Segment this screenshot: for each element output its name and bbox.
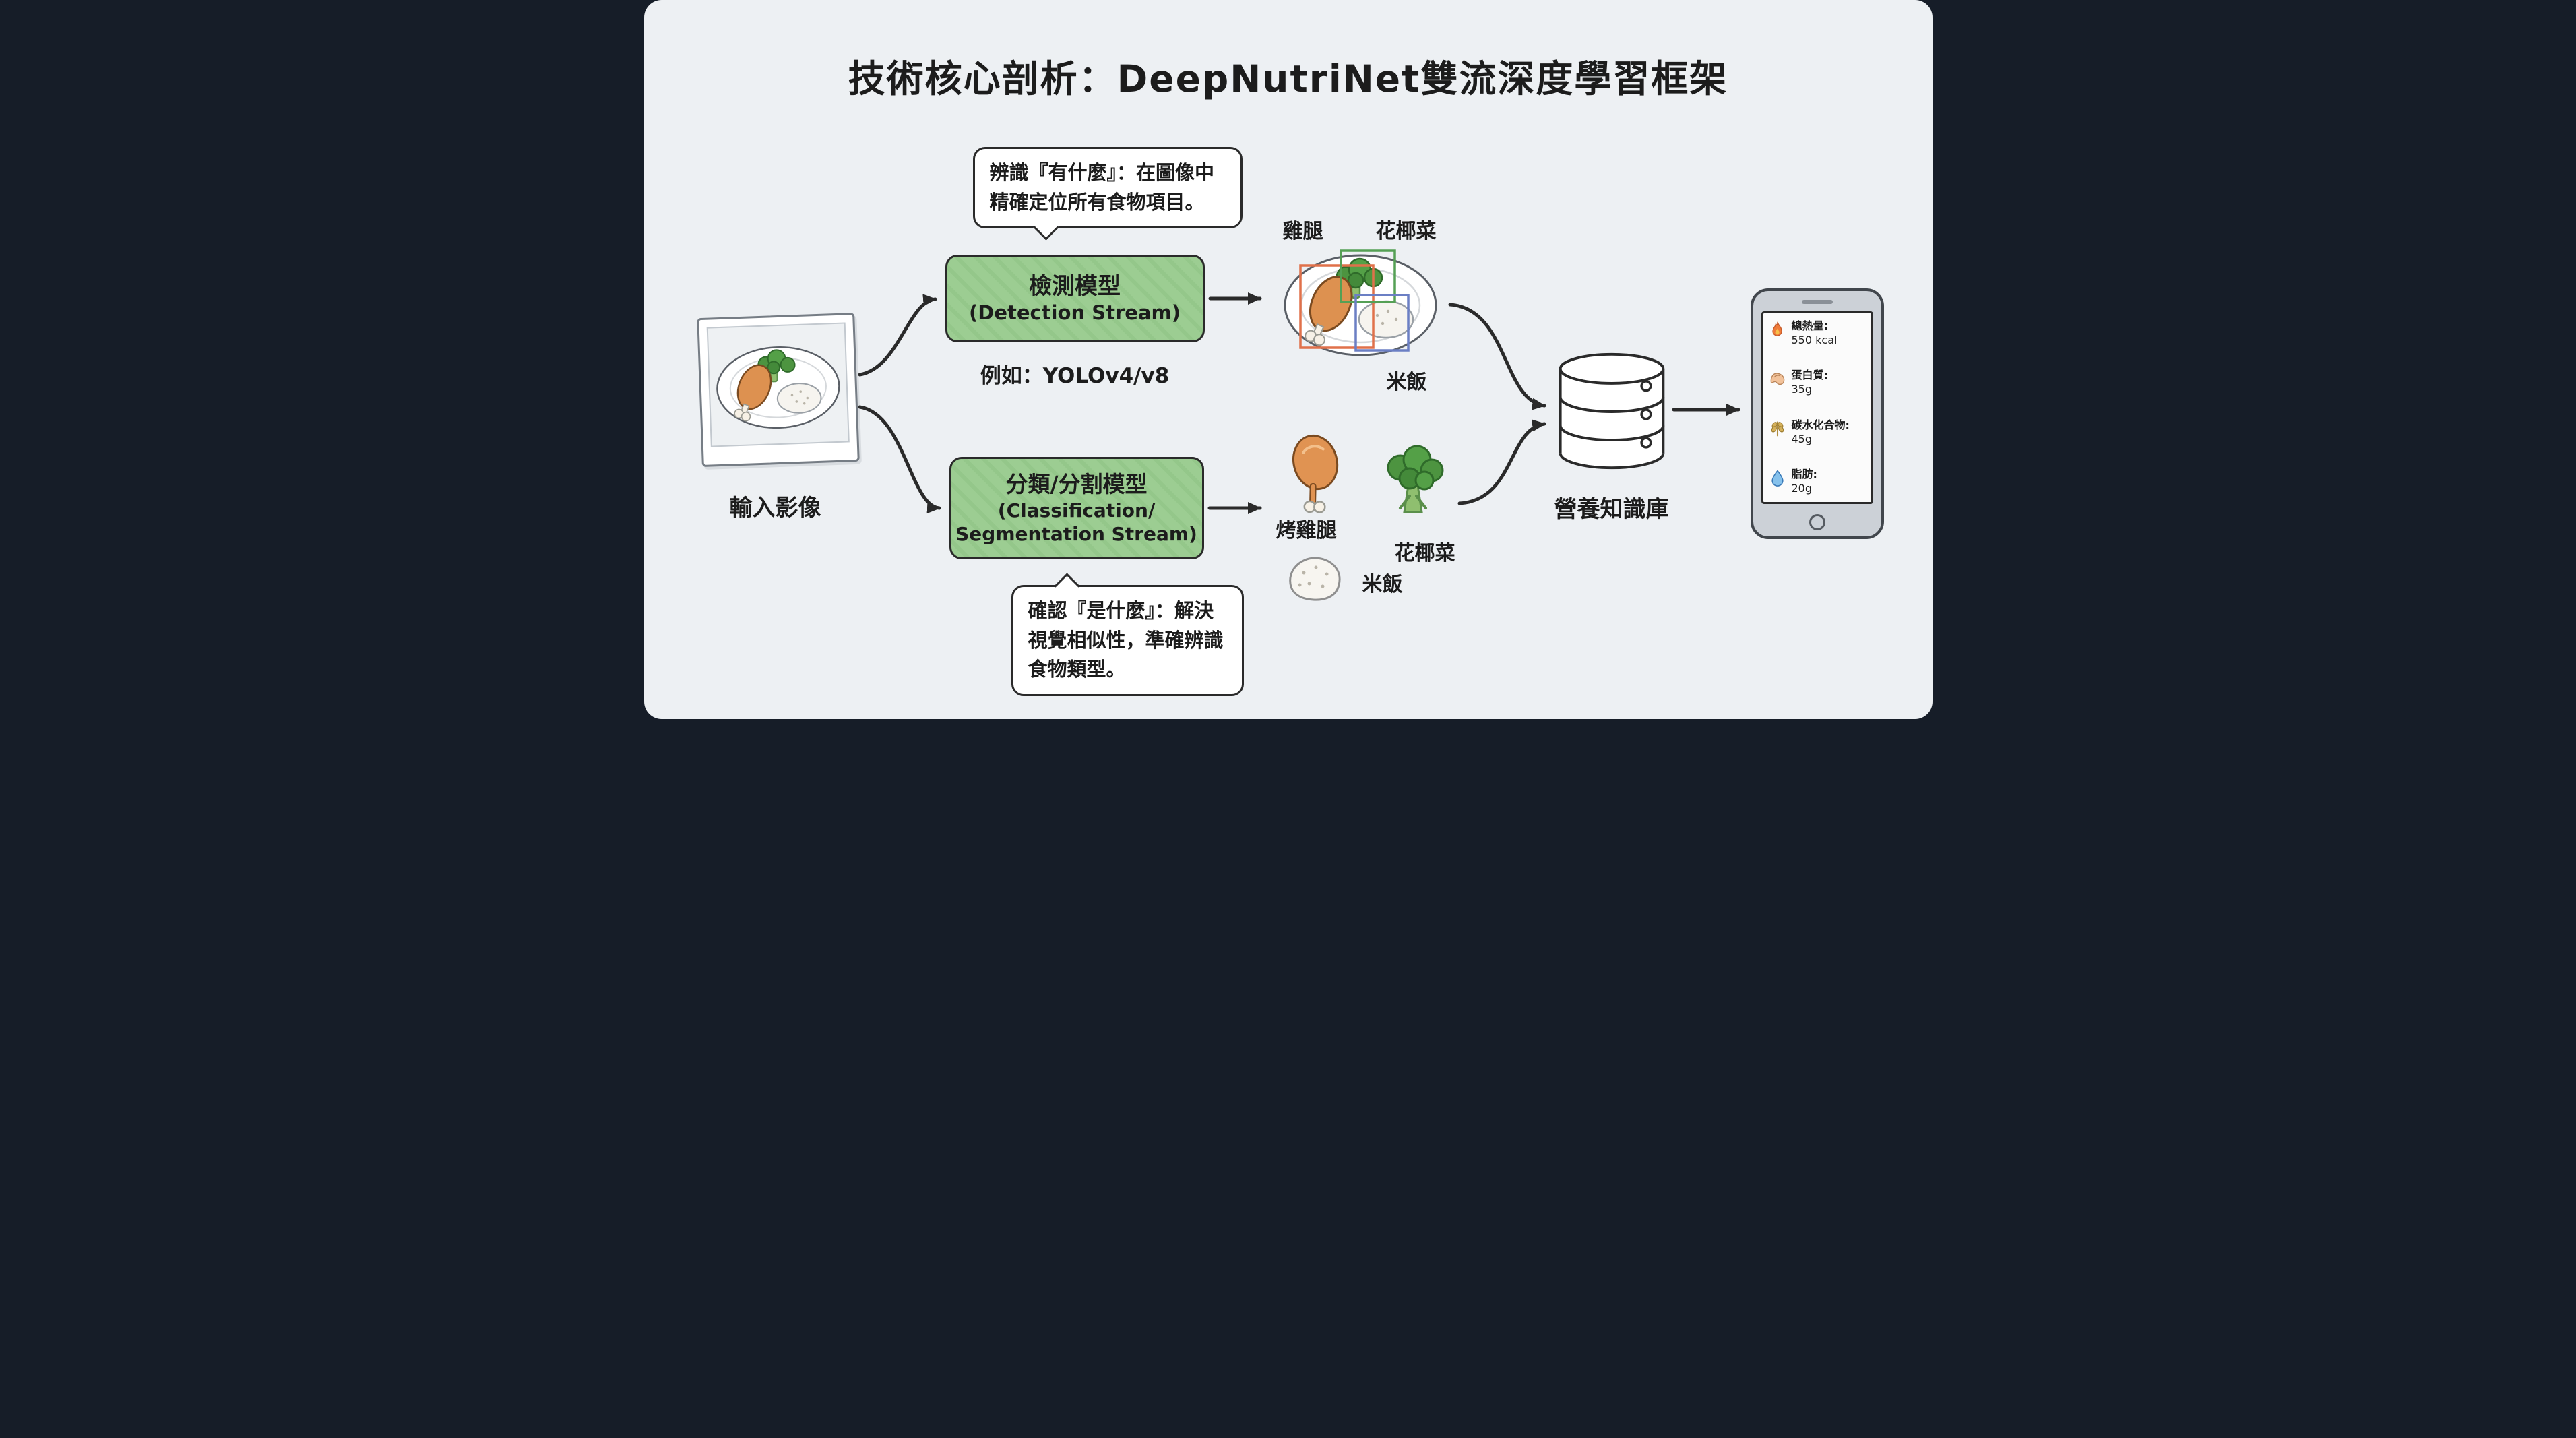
input-photo: [696, 312, 860, 468]
fat-value: 20g: [1791, 482, 1813, 495]
input-image-label: 輸入影像: [729, 495, 821, 522]
nutrition-row-protein: 蛋白質: 35g: [1769, 369, 1866, 397]
detection-callout-line2: 精確定位所有食物項目。: [989, 190, 1205, 214]
phone-mockup: 總熱量: 550 kcal 蛋白質: 35g: [1750, 288, 1884, 539]
detection-callout-line1: 辨識『有什麼』：在圖像中: [989, 161, 1215, 184]
phone-screen: 總熱量: 550 kcal 蛋白質: 35g: [1761, 311, 1873, 504]
protein-label: 蛋白質:: [1791, 369, 1828, 382]
arrow-input-to-detection: [858, 294, 937, 377]
detection-output-plate: [1276, 241, 1445, 363]
meal-plate-illustration: [716, 346, 840, 429]
nutrition-row-calories: 總熱量: 550 kcal: [1769, 319, 1866, 348]
diagram-canvas: 技術核心剖析：DeepNutriNet雙流深度學習框架: [643, 0, 1933, 719]
classified-rice-item: [1281, 550, 1348, 606]
classified-broccoli-label: 花椰菜: [1394, 542, 1455, 565]
muscle-icon: [1770, 373, 1784, 385]
bbox-label-rice: 米飯: [1386, 371, 1427, 394]
classification-callout-bubble: 確認『是什麼』：解決 視覺相似性，準確辨識 食物類型。: [1011, 585, 1244, 696]
rice-on-plate: [776, 383, 821, 414]
bbox-broccoli: [1339, 249, 1396, 303]
rice-detected: [1358, 300, 1414, 339]
detection-callout-bubble: 辨識『有什麼』：在圖像中 精確定位所有食物項目。: [972, 147, 1243, 228]
nutrition-row-carbs: 碳水化合物: 45g: [1769, 418, 1866, 447]
chicken-detected: [1304, 276, 1353, 346]
detection-model-box: 檢測模型 (Detection Stream): [945, 255, 1205, 342]
phone-speaker: [1801, 300, 1833, 304]
classification-callout-line3: 食物類型。: [1028, 658, 1126, 681]
database-icon: [1555, 349, 1668, 477]
bbox-chicken: [1298, 264, 1375, 349]
classification-box-title: 分類/分割模型: [1005, 471, 1148, 498]
classification-callout-line2: 視覺相似性，準確辨識: [1028, 628, 1224, 652]
wheat-icon: [1771, 421, 1784, 437]
detection-example-label: 例如：YOLOv4/v8: [980, 364, 1170, 388]
flame-icon: [1771, 321, 1782, 336]
bbox-rice: [1354, 294, 1410, 352]
classified-rice-label: 米飯: [1362, 573, 1403, 596]
protein-value: 35g: [1791, 383, 1813, 396]
arrow-classification-output-to-db: [1457, 419, 1546, 505]
arrow-detection-output-to-db: [1448, 303, 1546, 410]
page-title: 技術核心剖析：DeepNutriNet雙流深度學習框架: [848, 57, 1728, 100]
fat-label: 脂肪:: [1791, 468, 1817, 481]
classification-box-subtitle-2: Segmentation Stream): [955, 522, 1197, 545]
input-photo-frame: [706, 322, 850, 447]
classification-box-subtitle-1: (Classification/: [997, 499, 1156, 522]
nutrition-row-fat: 脂肪: 20g: [1769, 468, 1866, 496]
classified-chicken-label: 烤雞腿: [1276, 519, 1337, 542]
detection-box-title: 檢測模型: [1029, 272, 1121, 300]
calories-value: 550 kcal: [1791, 333, 1837, 346]
arrow-input-to-classification: [858, 405, 941, 514]
calories-label: 總熱量:: [1791, 319, 1828, 332]
chicken-on-plate: [733, 364, 772, 422]
classified-chicken-item: [1283, 433, 1350, 516]
phone-home-button: [1809, 514, 1825, 530]
carbs-label: 碳水化合物:: [1791, 418, 1850, 431]
detection-box-subtitle: (Detection Stream): [969, 301, 1181, 325]
bbox-label-broccoli: 花椰菜: [1375, 220, 1437, 243]
droplet-icon: [1771, 470, 1784, 487]
classification-model-box: 分類/分割模型 (Classification/ Segmentation St…: [949, 457, 1204, 559]
carbs-value: 45g: [1791, 432, 1813, 445]
bbox-label-chicken: 雞腿: [1282, 220, 1323, 243]
classification-callout-line1: 確認『是什麼』：解決: [1028, 599, 1214, 622]
database-label: 營養知識庫: [1554, 496, 1669, 523]
classified-broccoli-item: [1380, 443, 1447, 537]
